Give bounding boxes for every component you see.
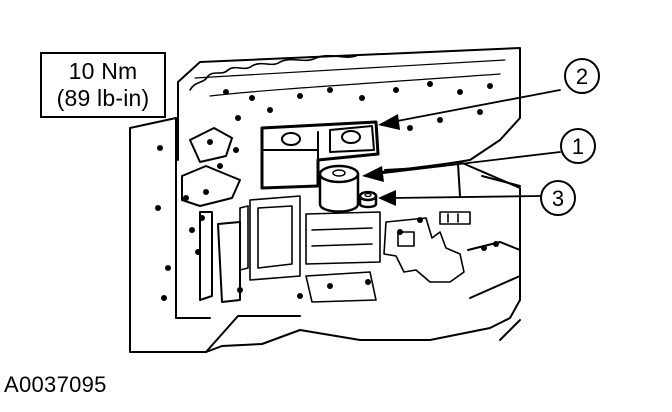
callout-arrows xyxy=(375,89,561,199)
transmission-case-right xyxy=(359,161,521,341)
bracket-hole-right xyxy=(341,130,361,144)
plate-edge xyxy=(189,54,357,91)
arrowhead-bolt xyxy=(378,190,396,206)
arrowhead-solenoid xyxy=(362,166,384,182)
solenoid-bracket xyxy=(260,120,380,190)
figure-id: A0037095 xyxy=(4,372,107,397)
callout-number-3: 3 xyxy=(552,186,564,211)
callout-number-2: 2 xyxy=(576,64,588,89)
arrow-to-bolt xyxy=(391,195,541,199)
case-bottom-edge xyxy=(205,329,361,353)
valve-channels xyxy=(239,195,471,303)
torque-imperial: (89 lb-in) xyxy=(56,85,150,111)
bracket-hole-left xyxy=(281,132,301,146)
callout-circle-3 xyxy=(540,180,576,216)
torque-spec-box: 10 Nm (89 lb-in) xyxy=(40,52,166,118)
callout-circle-1 xyxy=(560,128,596,164)
arrow-to-solenoid xyxy=(375,151,561,175)
arrowhead-bracket xyxy=(378,114,400,130)
solenoid xyxy=(318,164,360,213)
torque-metric: 10 Nm xyxy=(68,58,138,84)
plate-holes xyxy=(155,81,499,301)
bolt xyxy=(358,190,378,209)
arrow-to-bracket xyxy=(391,89,561,123)
callout-number-1: 1 xyxy=(572,134,584,159)
callout-circle-2 xyxy=(564,58,600,94)
